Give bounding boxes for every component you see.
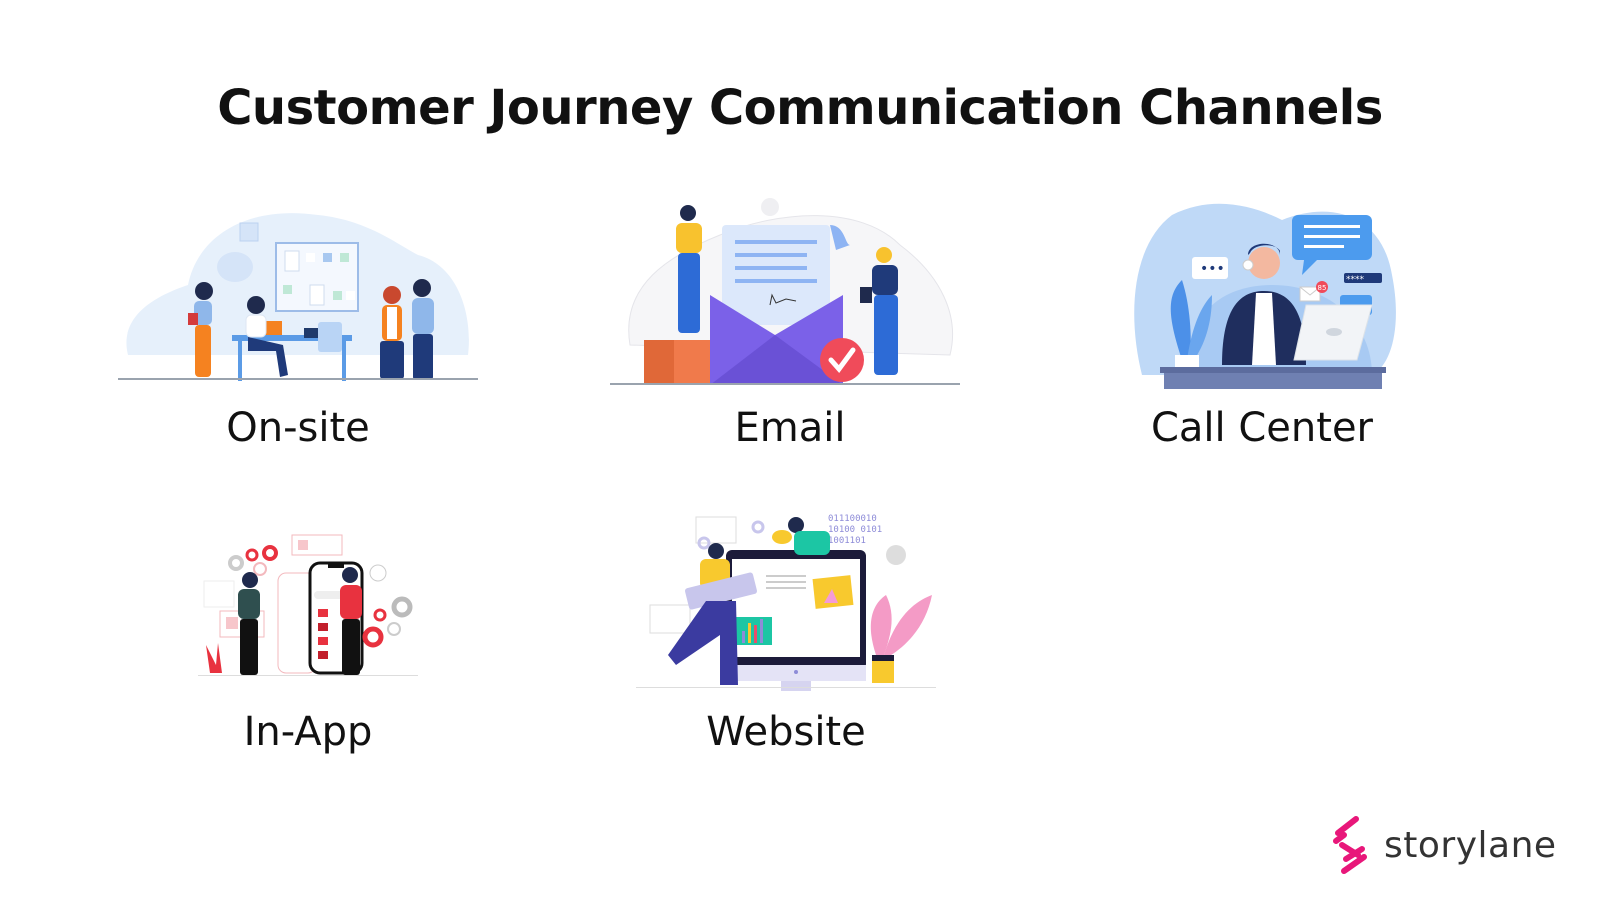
storylane-wordmark: storylane	[1384, 824, 1557, 866]
call-center-illustration: ••• **** 85	[1072, 195, 1452, 405]
channel-card-website: 011100010 10100 0101 1001101	[596, 505, 976, 755]
channel-card-call-center: ••• **** 85 Call Center	[1072, 195, 1452, 451]
channel-label-in-app: In-App	[243, 709, 373, 755]
channel-label-call-center: Call Center	[1150, 405, 1373, 451]
channel-label-website: Website	[706, 709, 866, 755]
channel-card-in-app: In-App	[118, 525, 498, 755]
channel-label-on-site: On-site	[226, 405, 370, 451]
storylane-logo-icon	[1333, 816, 1367, 874]
svg-text:****: ****	[1346, 275, 1365, 285]
channel-label-email: Email	[734, 405, 846, 451]
storylane-brand: storylane	[1330, 810, 1557, 880]
page-title: Customer Journey Communication Channels	[217, 80, 1383, 136]
team-meeting-illustration	[108, 195, 488, 405]
channel-card-on-site: On-site	[108, 195, 488, 451]
channel-card-email: Email	[600, 195, 980, 451]
in-app-illustration	[118, 525, 498, 685]
svg-text:10100 0101: 10100 0101	[828, 525, 882, 535]
svg-text:011100010: 011100010	[828, 514, 877, 524]
email-illustration	[600, 195, 980, 405]
svg-text:1001101: 1001101	[828, 536, 866, 546]
website-illustration: 011100010 10100 0101 1001101	[596, 505, 976, 700]
svg-text:•••: •••	[1200, 261, 1225, 277]
notification-badge: 85	[1318, 284, 1327, 292]
